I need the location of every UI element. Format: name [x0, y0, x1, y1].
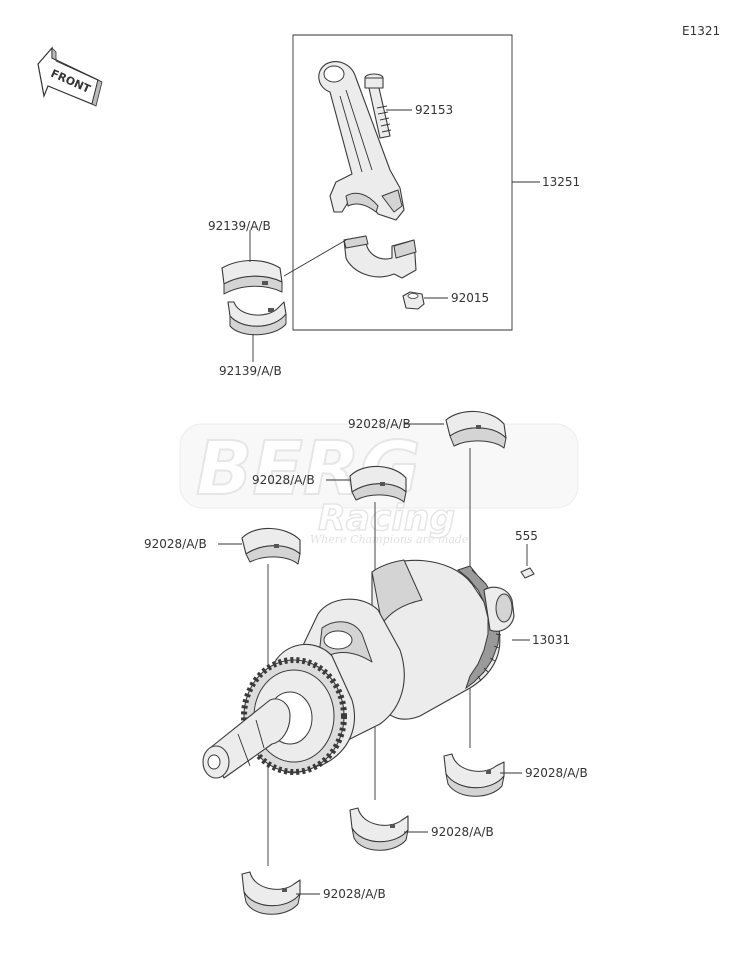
crankshaft [202, 559, 535, 779]
callout-main-bearing-3: 92028/A/B [144, 537, 207, 551]
callout-rod-bearing-upper: 92139/A/B [208, 219, 271, 233]
callout-rod-bearing-lower: 92139/A/B [219, 364, 282, 378]
callout-connecting-rod-assy: 13251 [542, 175, 580, 189]
callout-main-bearing-5: 92028/A/B [431, 825, 494, 839]
connecting-rod-frame [292, 34, 540, 331]
rod-bearing-upper [221, 259, 283, 295]
callout-main-bearing-6: 92028/A/B [323, 887, 386, 901]
callout-crankshaft: 13031 [532, 633, 570, 647]
callout-pin: 555 [515, 529, 538, 543]
watermark-tagline: Where Champions are made [310, 533, 469, 546]
main-bearing-4 [443, 753, 505, 797]
callout-main-bearing-1: 92028/A/B [348, 417, 411, 431]
rod-nut [402, 291, 448, 310]
main-bearing-3 [241, 527, 301, 565]
rod-cap [343, 235, 417, 279]
callout-rod-bolt: 92153 [415, 103, 453, 117]
main-bearing-5 [349, 807, 409, 851]
main-bearing-2 [349, 465, 407, 503]
callout-main-bearing-2: 92028/A/B [252, 473, 315, 487]
diagram-code: E1321 [682, 24, 720, 38]
watermark-sub: Racing [318, 498, 455, 539]
callout-main-bearing-4: 92028/A/B [525, 766, 588, 780]
main-bearing-1 [445, 410, 507, 449]
connecting-rod [318, 61, 405, 221]
rod-bolt [364, 73, 412, 139]
callout-rod-nut: 92015 [451, 291, 489, 305]
pin [520, 567, 535, 579]
leader-rod-bearing-to-cap [283, 239, 347, 277]
front-arrow-icon: FRONT [37, 46, 103, 107]
rod-bearing-lower [227, 301, 287, 336]
main-bearing-6 [241, 871, 301, 915]
